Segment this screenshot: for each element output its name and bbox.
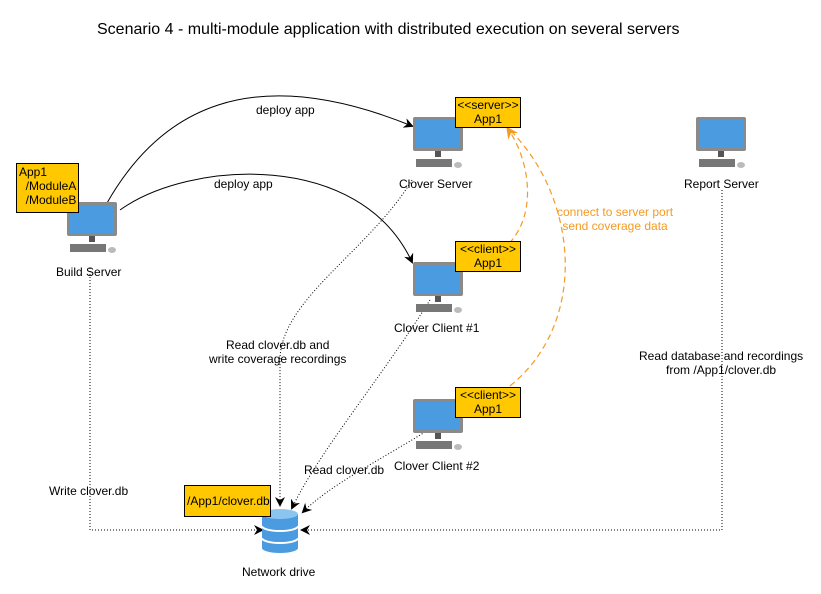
client2-to-server-edge	[501, 129, 566, 393]
network-drive-label: Network drive	[242, 565, 316, 579]
report-server-computer-icon[interactable]	[693, 115, 749, 171]
clover-server-label: Clover Server	[399, 177, 473, 191]
build-server-computer-icon[interactable]	[64, 200, 120, 256]
clover-server-note: <<server>>App1	[455, 97, 521, 128]
clover-client-1-note: <<client>>App1	[455, 241, 521, 272]
report-server-label: Report Server	[684, 177, 759, 191]
deploy-to-client-label: deploy app	[214, 177, 273, 191]
report-read-edge	[300, 190, 723, 535]
build-write-edge	[89, 268, 264, 535]
build-write-label: Write clover.db	[49, 484, 129, 498]
client2-read-edge	[301, 431, 426, 514]
deploy-to-client-edge	[119, 173, 414, 264]
diagram-title: Scenario 4 - multi-module application wi…	[97, 21, 680, 38]
clover-client-2-label: Clover Client #2	[394, 459, 480, 473]
clover-server-computer-icon[interactable]	[410, 115, 466, 171]
network-drive-note: /App1/clover.db	[184, 485, 271, 517]
clover-client-2-note: <<client>>App1	[455, 387, 521, 418]
build-server-note: App1 /ModuleA /ModuleB	[16, 163, 79, 213]
clover-client-2-computer-icon[interactable]	[410, 397, 466, 453]
build-server-label: Build Server	[56, 265, 122, 279]
server-read-write-edge	[275, 179, 413, 507]
network-drive-database-icon[interactable]	[260, 508, 300, 554]
client1-to-server-edge	[501, 126, 529, 251]
deploy-to-server-edge	[106, 95, 414, 204]
deploy-to-server-label: deploy app	[256, 103, 315, 117]
clover-client-1-label: Clover Client #1	[394, 321, 480, 335]
client2-read-label: Read clover.db	[304, 463, 385, 477]
clover-client-1-computer-icon[interactable]	[410, 260, 466, 316]
